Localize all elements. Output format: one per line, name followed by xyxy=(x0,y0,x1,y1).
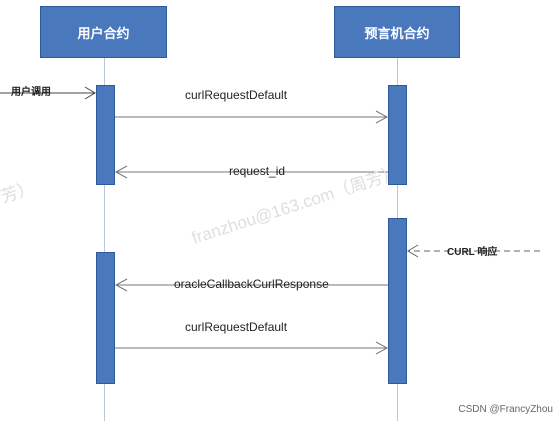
participant-oracle-contract: 预言机合约 xyxy=(334,6,460,58)
curl-response-label: CURL 响应 xyxy=(447,247,498,258)
request-id-label: request_id xyxy=(229,164,286,178)
participant-user-contract: 用户合约 xyxy=(40,6,167,58)
arrowhead-oracle-callback xyxy=(114,278,128,292)
oracle-activation-1 xyxy=(388,85,407,185)
oracle-activation-2 xyxy=(388,218,407,384)
user-activation-1 xyxy=(96,85,115,185)
arrowhead-user-call xyxy=(84,86,96,100)
arrowhead-curl-request-2 xyxy=(375,341,389,355)
arrowhead-request-id xyxy=(114,165,128,179)
csdn-credit: CSDN @FrancyZhou xyxy=(458,404,553,415)
curl-request-2-label: curlRequestDefault xyxy=(185,320,288,334)
participant-user-contract-label: 用户合约 xyxy=(77,25,130,41)
arrowhead-curl-request-1 xyxy=(375,110,389,124)
curl-request-1-label: curlRequestDefault xyxy=(185,88,288,102)
arrowhead-curl-response xyxy=(407,244,419,258)
participant-oracle-contract-label: 预言机合约 xyxy=(364,25,430,41)
oracle-callback-label: oracleCallbackCurlResponse xyxy=(174,277,329,291)
user-call-label: 用户调用 xyxy=(11,87,51,98)
user-activation-2 xyxy=(96,252,115,384)
user-contract-lifeline xyxy=(104,58,105,421)
